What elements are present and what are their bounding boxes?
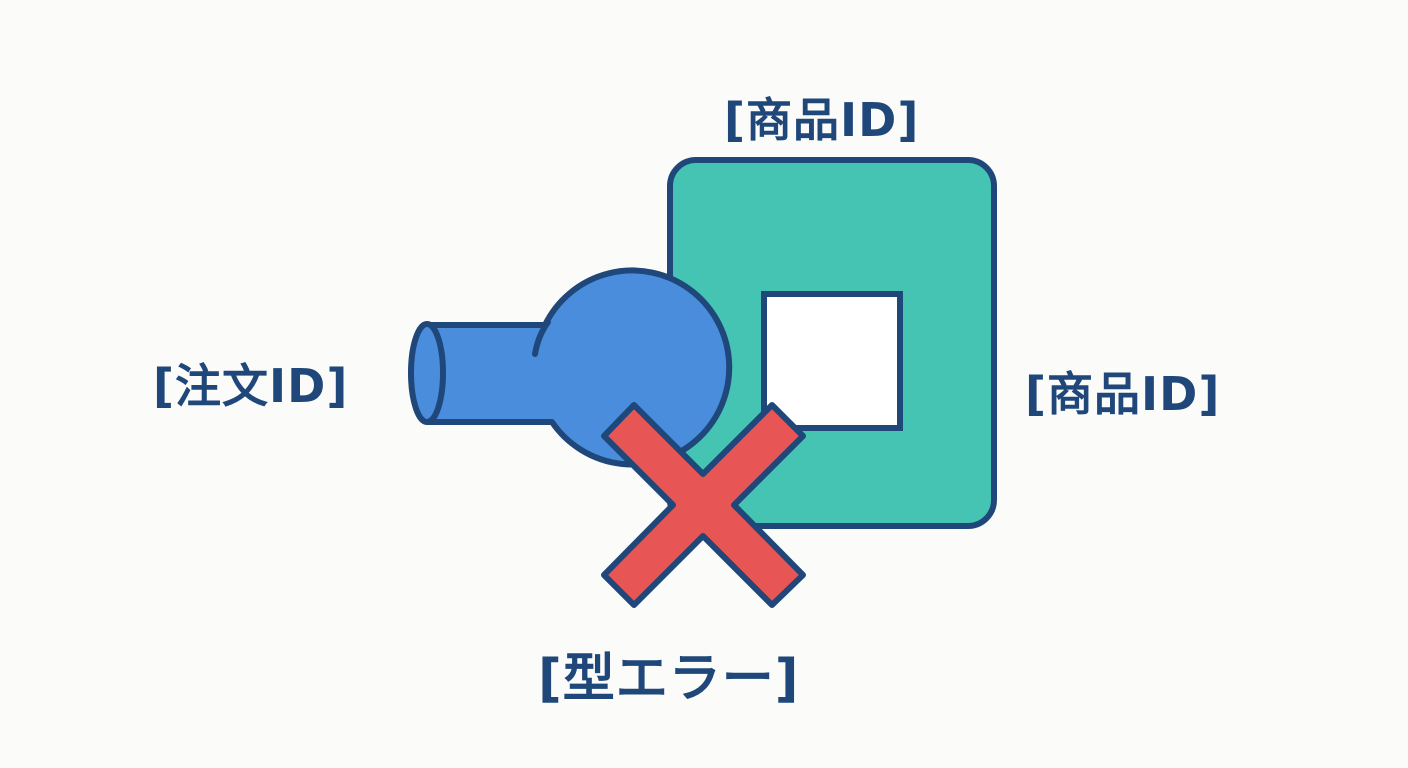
right-product-id-label: [商品ID] <box>1025 367 1221 421</box>
top-product-id-label: [商品ID] <box>724 93 920 147</box>
order-id-peg <box>408 267 733 468</box>
type-error-label: [型エラー] <box>538 649 800 709</box>
error-x-icon <box>601 402 806 608</box>
order-id-label: [注文ID] <box>153 359 349 413</box>
